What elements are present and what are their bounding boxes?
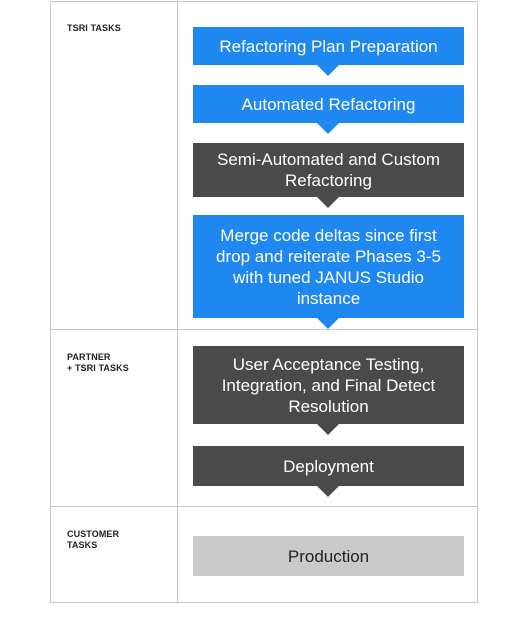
step-merge-code-deltas: Merge code deltas since first drop and r… [193,215,464,318]
lane-label-tsri: TSRI TASKS [67,23,121,33]
lane-label-partner-tsri: PARTNER + TSRI TASKS [67,352,129,373]
lane-divider-2 [50,506,478,507]
arrow-4 [317,318,339,329]
arrow-3 [317,197,339,208]
arrow-5 [317,424,339,435]
lane-divider-1 [50,329,478,330]
step-semi-automated-refactoring: Semi-Automated and Custom Refactoring [193,143,464,197]
swimlane-table [50,1,478,603]
arrow-1 [317,65,339,76]
lane-label-customer: CUSTOMER TASKS [67,529,120,550]
arrow-2 [317,123,339,134]
step-user-acceptance-testing: User Acceptance Testing, Integration, an… [193,346,464,424]
step-automated-refactoring: Automated Refactoring [193,85,464,123]
step-production: Production [193,536,464,576]
arrow-6 [317,486,339,497]
step-deployment: Deployment [193,446,464,486]
step-refactoring-plan-preparation: Refactoring Plan Preparation [193,27,464,65]
lane-column-divider [177,1,178,603]
